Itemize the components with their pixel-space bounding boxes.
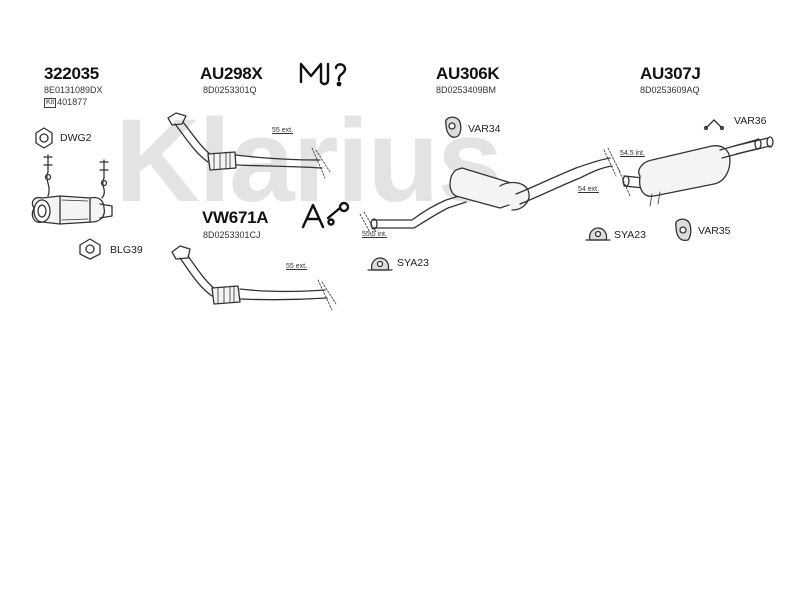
kit-number-value: 401877: [57, 97, 88, 107]
fitting-sya23-center: SYA23: [397, 257, 429, 269]
fitting-blg39: BLG39: [110, 244, 143, 256]
brand-watermark: Klarius: [115, 95, 503, 227]
fitting-var35: VAR35: [698, 225, 731, 237]
var34-hanger-drawing: [445, 116, 462, 138]
oe-number-au307j: 8D0253609AQ: [640, 85, 700, 95]
fitting-dwg2: DWG2: [60, 132, 92, 144]
sya23-center-drawing: [367, 257, 393, 271]
dimension-au306k-int: 55.5 int.: [362, 231, 387, 238]
dimension-vw671a: 55 ext.: [286, 263, 308, 270]
part-number-vw671a: VW671A: [202, 208, 269, 227]
catalytic-converter-drawing: [31, 154, 113, 225]
dimension-au298x: 55 ext.: [272, 127, 294, 134]
oe-number-322035: 8E0131089DX: [44, 85, 103, 95]
au298x-front-pipe-drawing: [167, 112, 331, 179]
oe-number-au298x: 8D0253301Q: [203, 85, 257, 95]
part-number-au306k: AU306K: [436, 64, 500, 83]
var35-hanger-drawing: [675, 218, 692, 242]
vw671a-front-pipe-drawing: [171, 245, 337, 311]
fitting-var34: VAR34: [468, 123, 501, 135]
accessory-icon: [301, 201, 350, 229]
sya23-right-drawing: [585, 227, 611, 241]
part-number-322035: 322035: [44, 64, 99, 83]
var36-hanger-drawing: [703, 119, 725, 131]
manual-instructions-icon: [299, 62, 347, 87]
blg39-gasket-drawing: [79, 238, 101, 260]
oe-number-au306k: 8D0253409BM: [436, 85, 497, 95]
dimension-au307j: 54.5 int.: [620, 150, 645, 157]
fitting-sya23-right: SYA23: [614, 229, 646, 241]
part-number-au307j: AU307J: [640, 64, 701, 83]
oe-number-vw671a: 8D0253301CJ: [203, 230, 261, 240]
au307j-rear-silencer-drawing: [617, 136, 774, 207]
fitting-var36: VAR36: [734, 115, 767, 127]
dwg2-gasket-drawing: [35, 127, 53, 149]
kit-icon: Kit: [44, 97, 57, 108]
part-number-au298x: AU298X: [200, 64, 263, 83]
dimension-au306k-ext: 54 ext.: [578, 186, 600, 193]
au306k-center-section-drawing: [359, 147, 621, 237]
